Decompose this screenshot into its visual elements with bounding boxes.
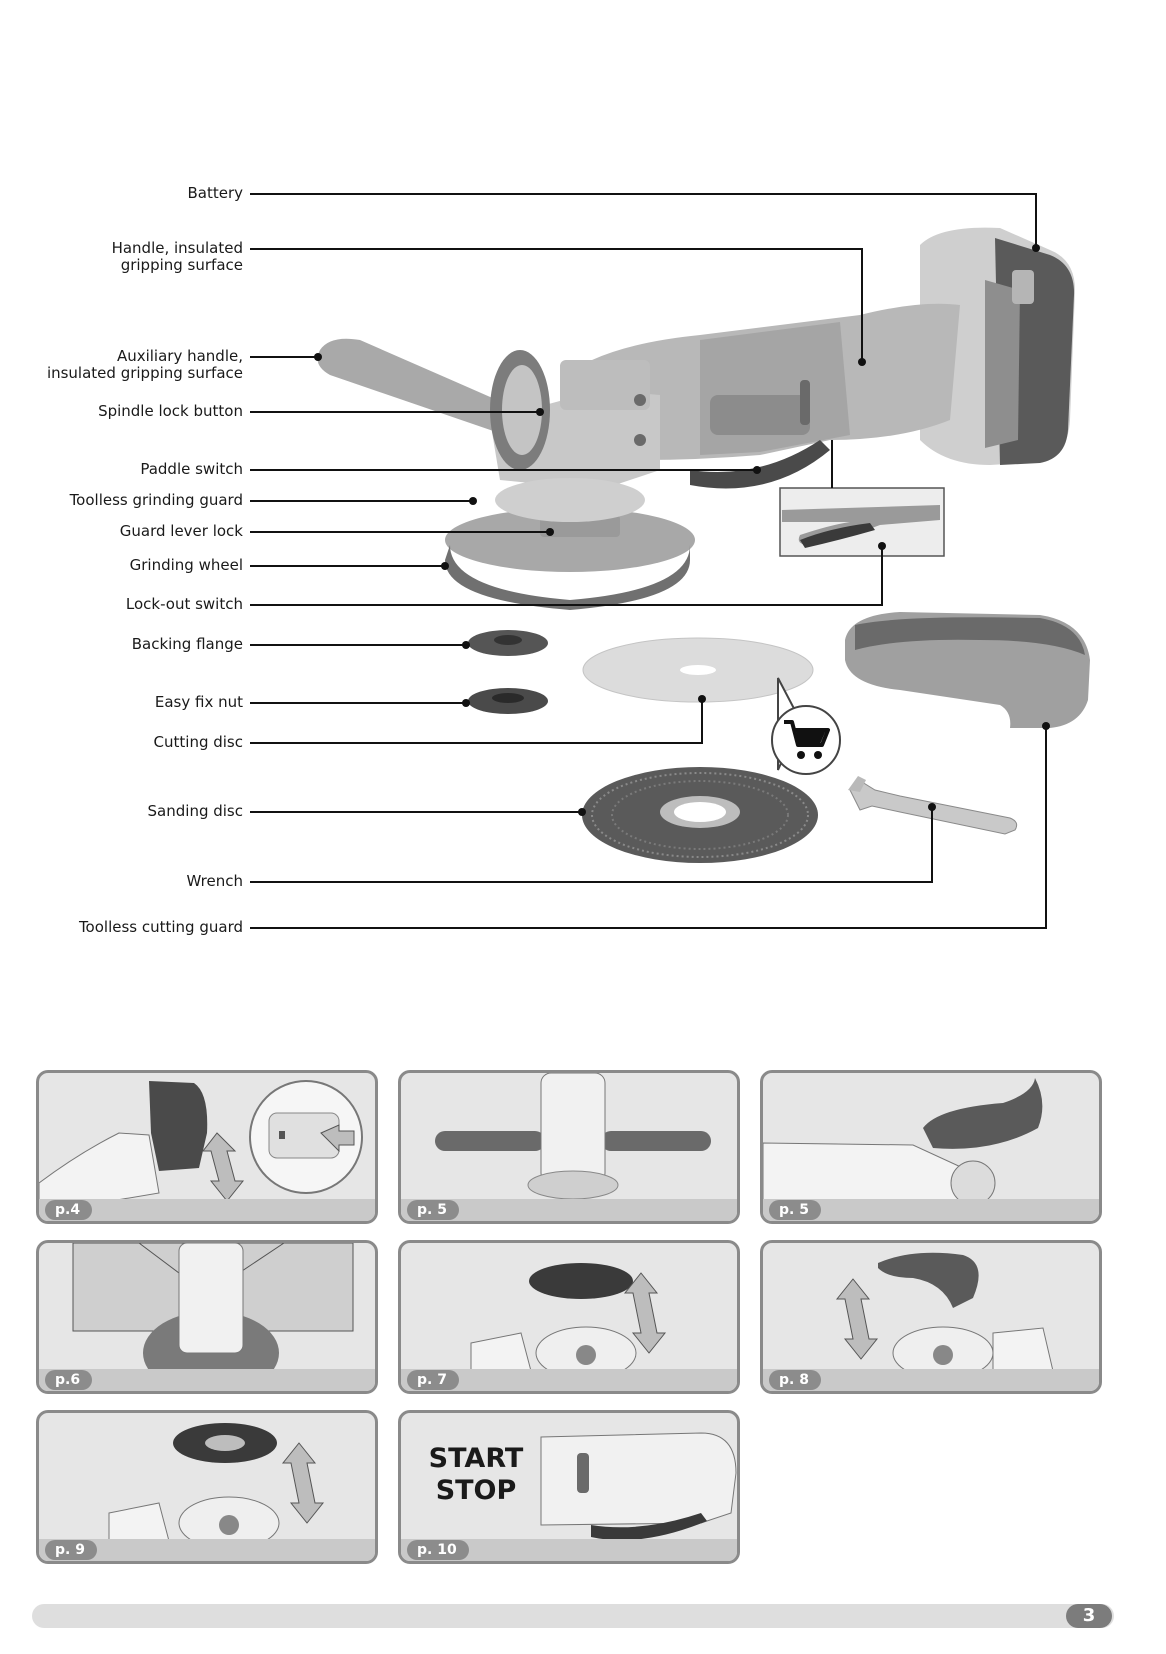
thumb-footer [39, 1199, 375, 1221]
label-wrench: Wrench [186, 872, 243, 890]
label-auxiliary-handle: Auxiliary handle, insulated gripping sur… [47, 348, 243, 382]
label-battery: Battery [187, 184, 243, 202]
page-ref-tab: p. 7 [407, 1370, 459, 1390]
page-ref-tab: p. 10 [407, 1540, 469, 1560]
page-ref-tab: p. 5 [769, 1200, 821, 1220]
label-sanding-disc: Sanding disc [147, 802, 243, 820]
label-paddle-switch: Paddle switch [140, 460, 243, 478]
guard-mount-illustration [763, 1078, 1043, 1206]
thumb-footer [39, 1539, 375, 1561]
thumb-backing-flange[interactable]: p. 7 [398, 1240, 740, 1394]
thumb-footer [401, 1199, 737, 1221]
page-ref-tab: p. 5 [407, 1200, 459, 1220]
page-ref-tab: p. 9 [45, 1540, 97, 1560]
battery-illustration [920, 227, 1075, 465]
page-ref-tab: p.6 [45, 1370, 93, 1390]
label-handle-line1: Handle, insulated [111, 239, 243, 257]
thumb-battery-insert[interactable]: p.4 [36, 1070, 378, 1224]
label-cutting-disc: Cutting disc [153, 733, 243, 751]
cutting-guard-mount-illustration [835, 1252, 1054, 1380]
leader-lines [250, 193, 1047, 929]
backing-flange-mount-illustration [470, 1263, 667, 1380]
footer-bar [32, 1604, 1114, 1628]
thumb-footer [763, 1199, 1099, 1221]
leader-dots [314, 244, 1050, 816]
label-lockout-switch: Lock-out switch [125, 595, 243, 613]
cart-callout [771, 677, 841, 775]
label-grinding-wheel: Grinding wheel [129, 556, 243, 574]
guard-angle-illustration [72, 1243, 354, 1391]
label-spindle-lock: Spindle lock button [98, 402, 243, 420]
label-easy-fix-nut: Easy fix nut [154, 693, 243, 711]
label-aux-line1: Auxiliary handle, [116, 347, 243, 365]
label-handle: Handle, insulated gripping surface [112, 240, 243, 274]
stop-text: STOP [435, 1475, 517, 1506]
thumb-footer [401, 1369, 737, 1391]
label-aux-line2: insulated gripping surface [46, 364, 243, 382]
page-number: 3 [1066, 1604, 1112, 1628]
aux-handle-illustration [435, 1073, 711, 1200]
page-ref-tab: p.4 [45, 1200, 93, 1220]
cutting-guard-illustration [845, 612, 1090, 728]
product-diagram [250, 193, 1090, 929]
shopping-cart-icon [784, 720, 830, 759]
auxiliary-handle-illustration [317, 338, 550, 470]
cutting-disc-illustration [582, 637, 814, 703]
label-guard-lever-lock: Guard lever lock [119, 522, 243, 540]
sanding-disc-illustration [582, 767, 818, 863]
thumb-footer [39, 1369, 375, 1391]
thumb-sanding-disc[interactable]: p. 9 [36, 1410, 378, 1564]
thumb-footer [763, 1369, 1099, 1391]
page-ref-tab: p. 8 [769, 1370, 821, 1390]
label-cutting-guard: Toolless cutting guard [78, 918, 243, 936]
thumb-cutting-guard-mount[interactable]: p. 8 [760, 1240, 1102, 1394]
label-grinding-guard: Toolless grinding guard [69, 491, 243, 509]
label-backing-flange: Backing flange [131, 635, 243, 653]
thumb-footer [401, 1539, 737, 1561]
thumb-guard-mount[interactable]: p. 5 [760, 1070, 1102, 1224]
label-handle-line2: gripping surface [120, 256, 243, 274]
lockout-switch-inset [779, 487, 945, 557]
start-text: START [428, 1443, 524, 1474]
thumb-guard-angle[interactable]: p.6 [36, 1240, 378, 1394]
thumb-start-stop[interactable]: START STOP p. 10 [398, 1410, 740, 1564]
thumb-aux-handle[interactable]: p. 5 [398, 1070, 740, 1224]
